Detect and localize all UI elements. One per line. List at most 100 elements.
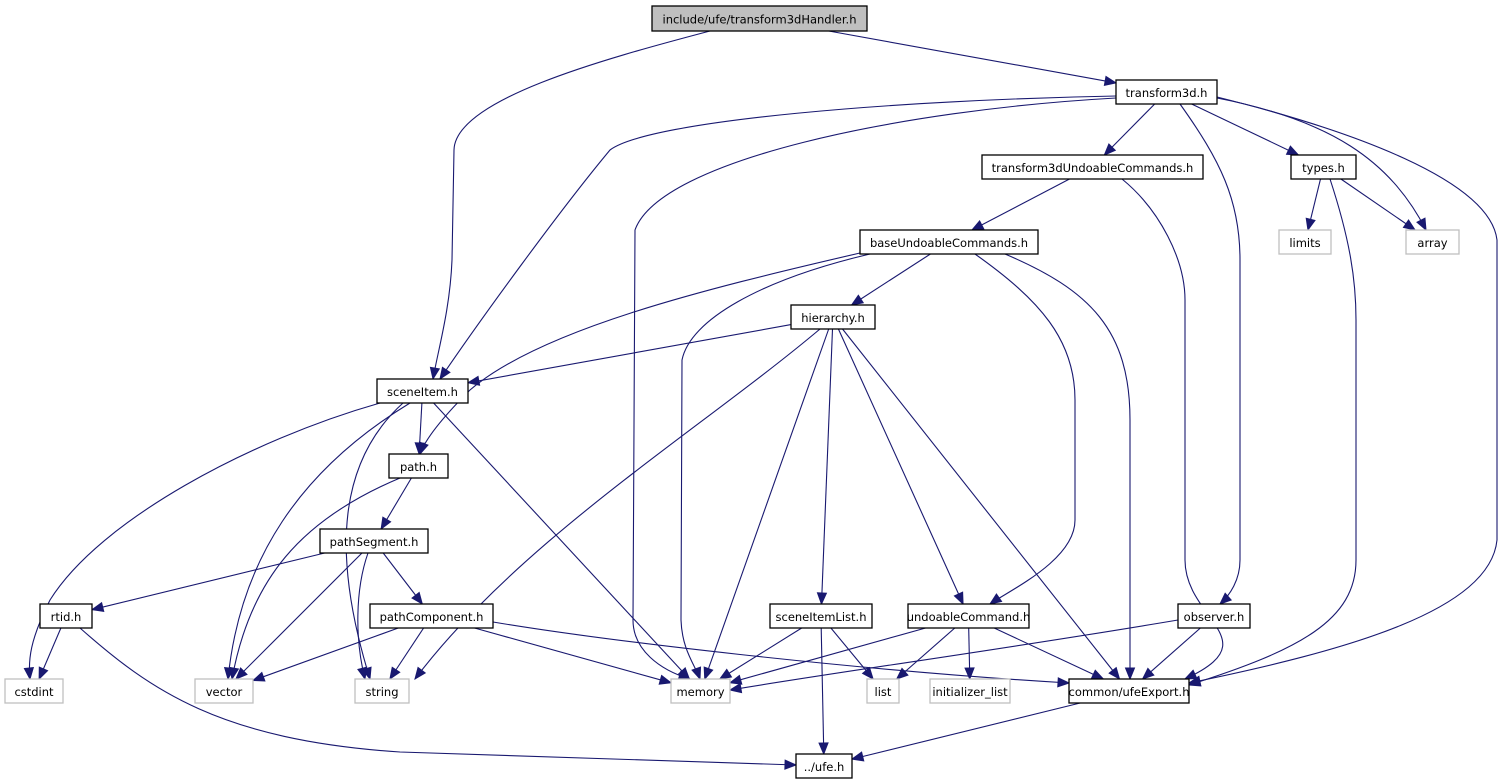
- arrowhead-icon: [1183, 669, 1198, 680]
- edge-undoableCommand-to-ufeExport: [993, 627, 1105, 680]
- node-limits: limits: [1278, 229, 1332, 255]
- edge-rtid-to-cstdint: [38, 627, 62, 681]
- node-label: initializer_list: [932, 685, 1008, 699]
- node-transform3dHandler[interactable]: include/ufe/transform3dHandler.h: [651, 5, 868, 32]
- edge-line: [896, 627, 956, 680]
- edge-pathComponent-to-vector: [251, 627, 399, 682]
- node-pathComponent[interactable]: pathComponent.h: [369, 603, 494, 629]
- edge-baseUndoableCommands-to-path: [418, 252, 861, 456]
- arrowhead-icon: [728, 674, 743, 685]
- arrowhead-icon: [1057, 677, 1071, 688]
- arrowhead-icon: [850, 751, 865, 762]
- node-transform3d[interactable]: transform3d.h: [1115, 79, 1218, 105]
- edge-line: [820, 328, 834, 605]
- arrowhead-icon: [380, 516, 392, 531]
- edge-line: [1188, 178, 1357, 686]
- node-ufeExport[interactable]: common/ufeExport.h: [1068, 678, 1190, 704]
- edge-line: [433, 402, 690, 680]
- edge-line: [231, 477, 401, 680]
- edge-line: [729, 627, 926, 684]
- node-path[interactable]: path.h: [388, 453, 449, 479]
- arrowhead-icon: [658, 674, 673, 685]
- edge-pathSegment-to-rtid: [90, 552, 325, 613]
- node-label: vector: [206, 685, 243, 699]
- edge-transform3d-to-observer: [1179, 103, 1241, 605]
- arrowhead-icon: [411, 591, 424, 606]
- node-label: string: [365, 685, 398, 699]
- arrowhead-icon: [389, 666, 401, 681]
- edge-line: [419, 252, 861, 455]
- edge-pathSegment-to-string: [357, 552, 369, 681]
- node-observer[interactable]: observer.h: [1177, 603, 1251, 629]
- edge-transform3dUndoableCommands-to-baseUndoableCommands: [970, 178, 1070, 231]
- edge-line: [820, 627, 825, 755]
- node-label: pathSegment.h: [330, 535, 419, 549]
- node-rtid[interactable]: rtid.h: [39, 603, 93, 629]
- node-label: types.h: [1302, 161, 1345, 175]
- edge-sceneItem-to-cstdint: [23, 402, 381, 681]
- arrowhead-icon: [718, 668, 733, 680]
- edge-transform3d-to-memory: [632, 97, 1117, 681]
- node-types[interactable]: types.h: [1290, 154, 1357, 180]
- arrowhead-icon: [228, 666, 240, 681]
- edge-line: [1004, 253, 1131, 679]
- node-undoableCommand[interactable]: undoableCommand.h: [907, 603, 1031, 629]
- arrowhead-icon: [414, 442, 425, 456]
- node-sceneItem[interactable]: sceneItem.h: [376, 378, 469, 404]
- node-label: common/ufeExport.h: [1069, 685, 1190, 699]
- edge-hierarchy-to-ufeExport: [842, 328, 1121, 681]
- arrowhead-icon: [953, 591, 964, 606]
- node-array: array: [1405, 229, 1460, 255]
- node-string: string: [354, 678, 410, 704]
- arrowhead-icon: [1305, 217, 1316, 232]
- arrowhead-icon: [970, 220, 985, 231]
- edge-line: [492, 621, 1070, 684]
- edge-sceneItemList-to-memory: [718, 627, 802, 680]
- edge-line: [729, 619, 1179, 691]
- edge-pathSegment-to-pathComponent: [382, 552, 424, 606]
- arrowhead-icon: [466, 375, 481, 386]
- node-label: sceneItem.h: [387, 385, 458, 399]
- edge-line: [842, 328, 1120, 680]
- edge-line: [974, 253, 1076, 605]
- edge-line: [704, 328, 830, 680]
- edge-line: [851, 253, 931, 306]
- edge-pathComponent-to-ufeExport: [492, 621, 1071, 688]
- node-label: sceneItemList.h: [776, 610, 867, 624]
- node-sceneItemList[interactable]: sceneItemList.h: [769, 603, 873, 629]
- edge-undoableCommand-to-memory: [728, 627, 926, 685]
- arrowhead-icon: [357, 666, 368, 681]
- edge-line: [28, 402, 381, 680]
- edge-hierarchy-to-sceneItemList: [816, 328, 834, 606]
- edge-pathSegment-to-vector: [235, 552, 363, 680]
- arrowhead-icon: [850, 294, 865, 306]
- arrowhead-icon: [1219, 592, 1233, 605]
- edge-hierarchy-to-sceneItem: [466, 324, 792, 386]
- edge-line: [474, 627, 672, 684]
- node-ufe[interactable]: ../ufe.h: [795, 753, 853, 779]
- node-label: pathComponent.h: [380, 610, 484, 624]
- arrowhead-icon: [414, 666, 427, 681]
- node-hierarchy[interactable]: hierarchy.h: [790, 304, 876, 330]
- node-label: include/ufe/transform3dHandler.h: [663, 13, 857, 27]
- node-transform3dUndoableCommands[interactable]: transform3dUndoableCommands.h: [981, 154, 1204, 180]
- arrowhead-icon: [1187, 676, 1202, 687]
- nodes-layer: include/ufe/transform3dHandler.h transfo…: [4, 5, 1460, 779]
- edge-baseUndoableCommands-to-memory: [680, 253, 871, 681]
- node-pathSegment[interactable]: pathSegment.h: [319, 528, 429, 554]
- node-label: cstdint: [14, 685, 54, 699]
- arrowhead-icon: [895, 667, 909, 680]
- edge-transform3d-to-sceneItem: [439, 95, 1117, 381]
- node-label: transform3dUndoableCommands.h: [992, 161, 1194, 175]
- arrowhead-icon: [703, 666, 714, 681]
- edge-transform3dHandler-to-transform3d: [828, 30, 1118, 86]
- node-baseUndoableCommands[interactable]: baseUndoableCommands.h: [859, 229, 1039, 255]
- edge-line: [1103, 103, 1156, 156]
- edge-path-to-vector: [228, 477, 401, 681]
- edge-sceneItemList-to-list: [830, 627, 874, 681]
- node-label: array: [1417, 236, 1447, 250]
- node-label: rtid.h: [51, 610, 82, 624]
- arrowhead-icon: [1124, 667, 1136, 681]
- arrowhead-icon: [1416, 217, 1427, 232]
- arrowhead-icon: [1108, 666, 1121, 681]
